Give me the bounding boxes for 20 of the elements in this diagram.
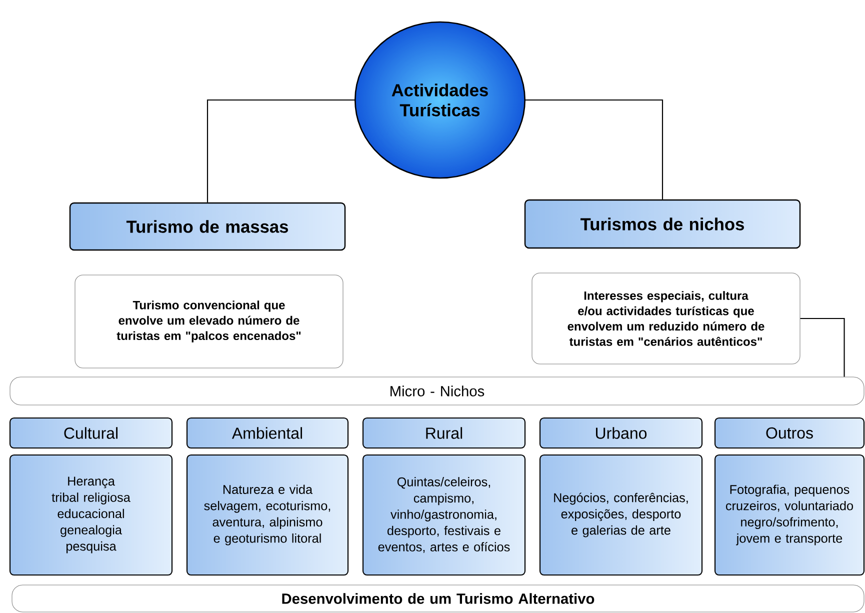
detail-box: Quintas/celeiros, campismo, vinho/gastronomia, desporto, festivais e eventos, artes e ofícios bbox=[362, 454, 526, 576]
connector-line bbox=[526, 99, 664, 200]
band-box: Micro - Nichos bbox=[10, 376, 864, 406]
description-box: Turismo convencional que envolve um elevado número de turistas em "palcos encenados" bbox=[74, 274, 344, 368]
category-box: Cultural bbox=[9, 417, 173, 449]
detail-box: Natureza e vida selvagem, ecoturismo, aventura, alpinismo e geoturismo litoral bbox=[186, 454, 349, 576]
band-box: Desenvolvimento de um Turismo Alternativo bbox=[12, 584, 864, 612]
category-box: Ambiental bbox=[186, 417, 349, 449]
heading-box: Turismo de massas bbox=[69, 202, 346, 251]
detail-box: Herança tribal religiosa educacional genealogia pesquisa bbox=[9, 454, 173, 576]
circle-node: Actividades Turísticas bbox=[354, 21, 526, 179]
category-box: Outros bbox=[714, 417, 865, 449]
connector-line bbox=[800, 318, 845, 377]
detail-box: Fotografia, pequenos cruzeiros, voluntariado negro/sofrimento, jovem e transporte bbox=[714, 454, 865, 576]
category-box: Urbano bbox=[539, 417, 703, 449]
connector-line bbox=[206, 99, 354, 202]
heading-box: Turismos de nichos bbox=[524, 199, 801, 249]
description-box: Interesses especiais, cultura e/ou actividades turísticas que envolvem um reduzido número de turistas em "cenários autênticos" bbox=[532, 272, 800, 364]
detail-box: Negócios, conferências, exposições, desporto e galerias de arte bbox=[539, 454, 703, 576]
category-box: Rural bbox=[362, 417, 526, 449]
